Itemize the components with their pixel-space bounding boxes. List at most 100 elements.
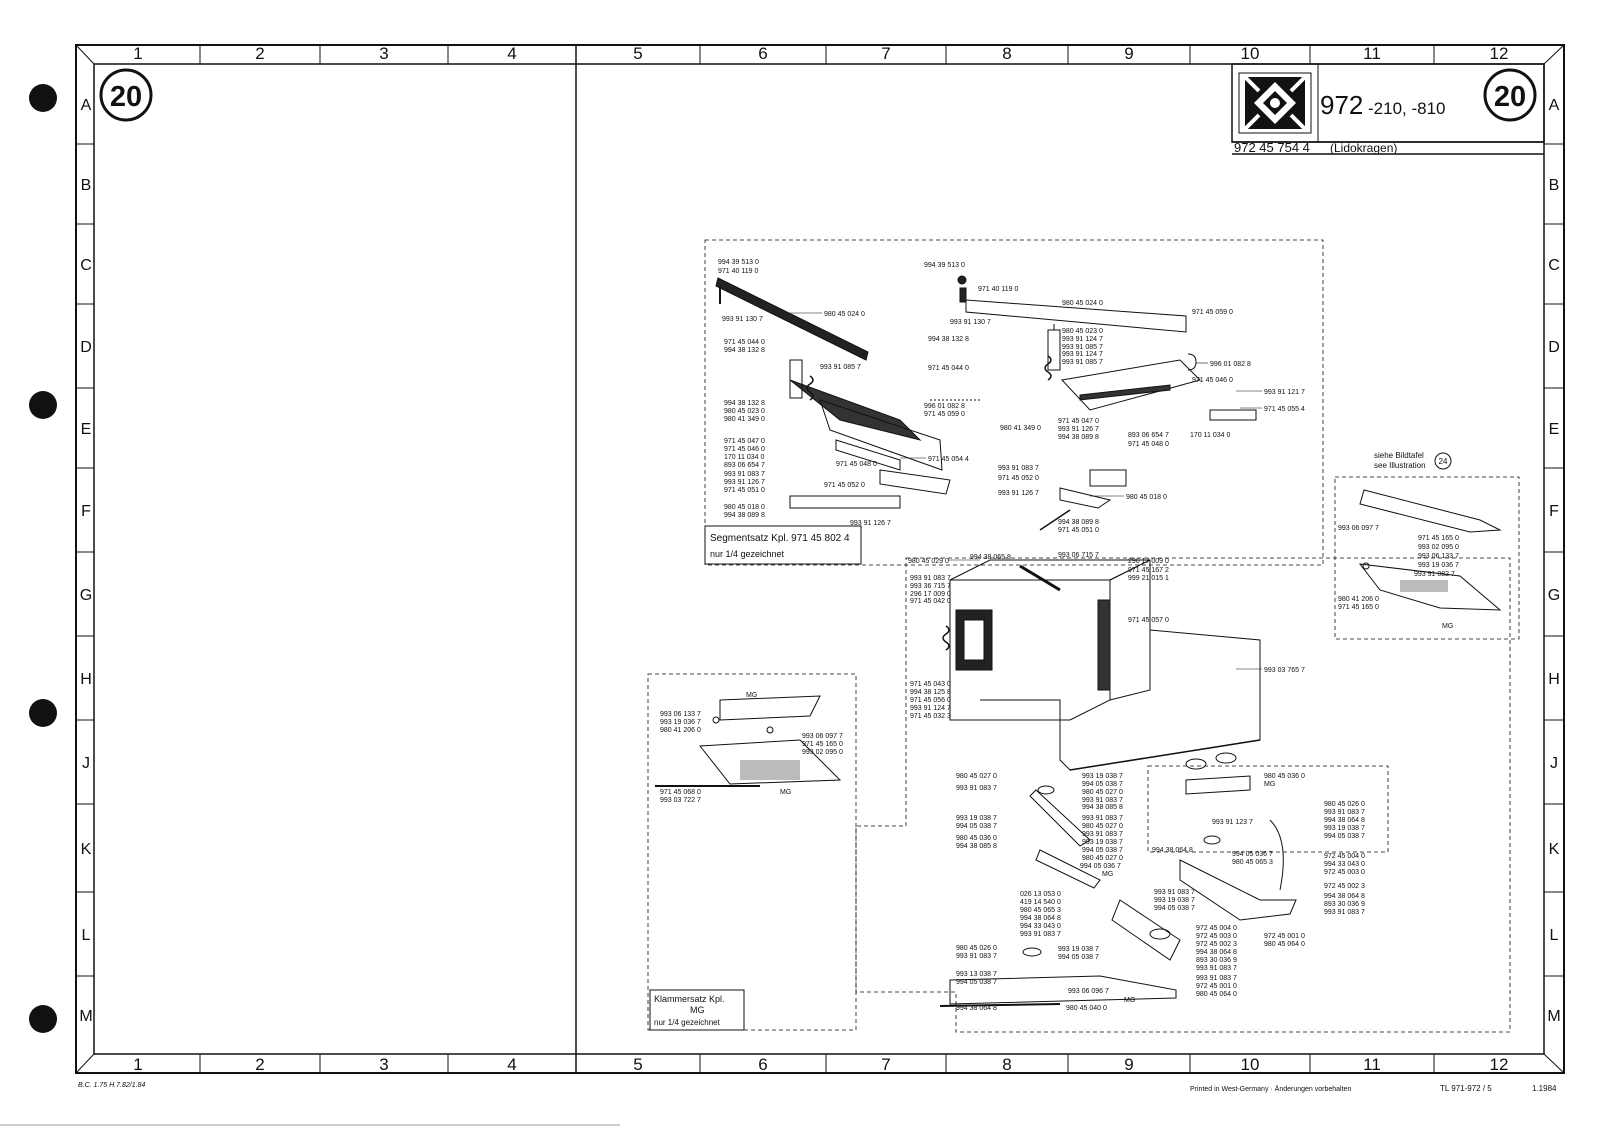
part-number-label: 980 45 024 0 [824,311,865,318]
row-label: E [81,421,92,438]
part-number-label: 993 91 083 7 [1154,889,1195,896]
part-number-label: 994 38 132 8 [928,336,969,343]
part-number-label: 993 19 038 7 [1058,946,1099,953]
part-number-label: 993 06 715 7 [1058,552,1099,559]
column-label: 4 [507,1055,516,1074]
part-number-label: 972 45 002 3 [1196,941,1237,948]
row-label: L [82,927,91,944]
part-number-label: 993 91 126 7 [724,479,765,486]
part-number-label: 994 39 513 0 [924,262,965,269]
cross-ref-line2: see Illustration [1374,461,1426,470]
column-label: 11 [1363,1055,1381,1074]
part-number-label: 993 91 126 7 [1058,426,1099,433]
part-number-label: 971 45 042 0 [910,598,951,605]
part-number-label: 296 17 009 0 [1128,558,1169,565]
part-number-label: 980 45 065 3 [1020,907,1061,914]
part-number-label: 971 45 059 0 [1192,309,1233,316]
part-number-label: 993 91 083 7 [910,575,951,582]
blade-insert-drawing [1358,489,1502,611]
print-code: B.C. 1.75 H.7.82/1.84 [78,1082,145,1089]
part-number-label: 993 91 083 7 [956,785,997,792]
part-number-label: 994 38 064 8 [1324,817,1365,824]
row-label: E [1549,421,1560,438]
part-number-label: 993 91 085 7 [1062,359,1103,366]
part-number-label: 980 41 349 0 [1000,425,1041,432]
column-label: 10 [1241,1055,1260,1074]
part-number-label: 971 45 054 4 [928,456,969,463]
part-number-label: 993 91 083 7 [998,465,1039,472]
column-label: 10 [1241,44,1260,63]
part-reference: 972 45 754 4 [1234,140,1310,155]
part-number-label: 972 45 001 0 [1196,983,1237,990]
part-number-label: 993 91 083 7 [724,471,765,478]
title-block: 972 -210, -810 972 45 754 4 (Lidokragen) [1231,63,1545,155]
row-label: G [80,587,92,604]
part-number-label: 971 45 046 0 [724,446,765,453]
part-number-label: 971 45 048 0 [1128,441,1169,448]
row-label: K [1549,841,1560,858]
column-label: 12 [1490,44,1509,63]
column-label: 5 [633,1055,642,1074]
part-number-label: 971 45 051 0 [724,487,765,494]
part-number-label: 994 38 065 8 [970,554,1011,561]
part-number-label: 893 06 654 7 [1128,432,1169,439]
part-number-label: 993 06 097 7 [1338,525,1379,532]
row-label: A [81,97,92,114]
part-number-label: 980 41 206 0 [1338,596,1379,603]
row-label: K [81,841,92,858]
part-number-label: 980 45 027 0 [956,773,997,780]
column-label: 3 [379,1055,388,1074]
part-number-label: 971 45 165 0 [802,741,843,748]
part-number-label: 971 45 047 0 [1058,418,1099,425]
part-number-label: 994 38 064 8 [1020,915,1061,922]
part-number-label: 993 19 038 7 [956,815,997,822]
model-variants: -210, -810 [1368,99,1446,118]
clamp-set-drawing [655,695,842,787]
part-number-label: 980 45 027 0 [1082,855,1123,862]
segment-assembly-drawing [715,277,980,509]
part-number-label: 972 45 002 3 [1324,883,1365,890]
part-number-label: 980 45 029 0 [908,558,949,565]
column-label: 9 [1124,1055,1133,1074]
part-number-label: 996 01 082 8 [1210,361,1251,368]
column-label: 7 [881,1055,890,1074]
part-number-label: 971 45 052 0 [824,482,865,489]
part-number-label: 893 30 036 9 [1196,957,1237,964]
part-number-label: MG [1124,997,1135,1004]
column-label: 1 [133,44,142,63]
part-number-label: 993 03 765 7 [1264,667,1305,674]
part-number-label: 993 06 133 7 [1418,553,1459,560]
cross-ref-plate: 24 [1439,457,1448,466]
row-label: M [79,1008,92,1025]
part-number-label: 980 45 026 0 [956,945,997,952]
part-number-label: 972 45 003 0 [1196,933,1237,940]
housing-drawing [942,559,1261,771]
part-number-label: 994 38 085 8 [1082,804,1123,811]
part-number-label: 993 06 133 7 [660,711,701,718]
column-label: 7 [881,44,890,63]
part-number-label: 993 06 097 7 [802,733,843,740]
inner-right-outline [1147,765,1389,853]
part-number-label: 993 91 083 7 [1324,809,1365,816]
column-label: 2 [255,1055,264,1074]
column-label: 8 [1002,1055,1011,1074]
page-number-text: 20 [110,81,142,113]
column-label: 4 [507,44,516,63]
part-number-label: MG [1102,871,1113,878]
part-number-label: 971 45 056 0 [910,697,951,704]
part-number-label: 993 91 083 7 [1082,815,1123,822]
punch-hole [29,699,57,727]
sheet-reference: TL 971-972 / 5 [1440,1084,1492,1093]
column-label: 5 [633,44,642,63]
part-number-label: 993 91 130 7 [722,316,763,323]
part-number-label: 993 02 095 0 [802,749,843,756]
clamp-caption-mg: MG [690,1005,705,1015]
part-number-label: 980 45 024 0 [1062,300,1103,307]
part-number-label: 993 91 121 7 [1264,389,1305,396]
cross-reference: siehe Bildtafel see Illustration 24 [1374,451,1452,470]
part-number-label: 994 05 038 7 [956,823,997,830]
part-number-label: MG [746,692,757,699]
